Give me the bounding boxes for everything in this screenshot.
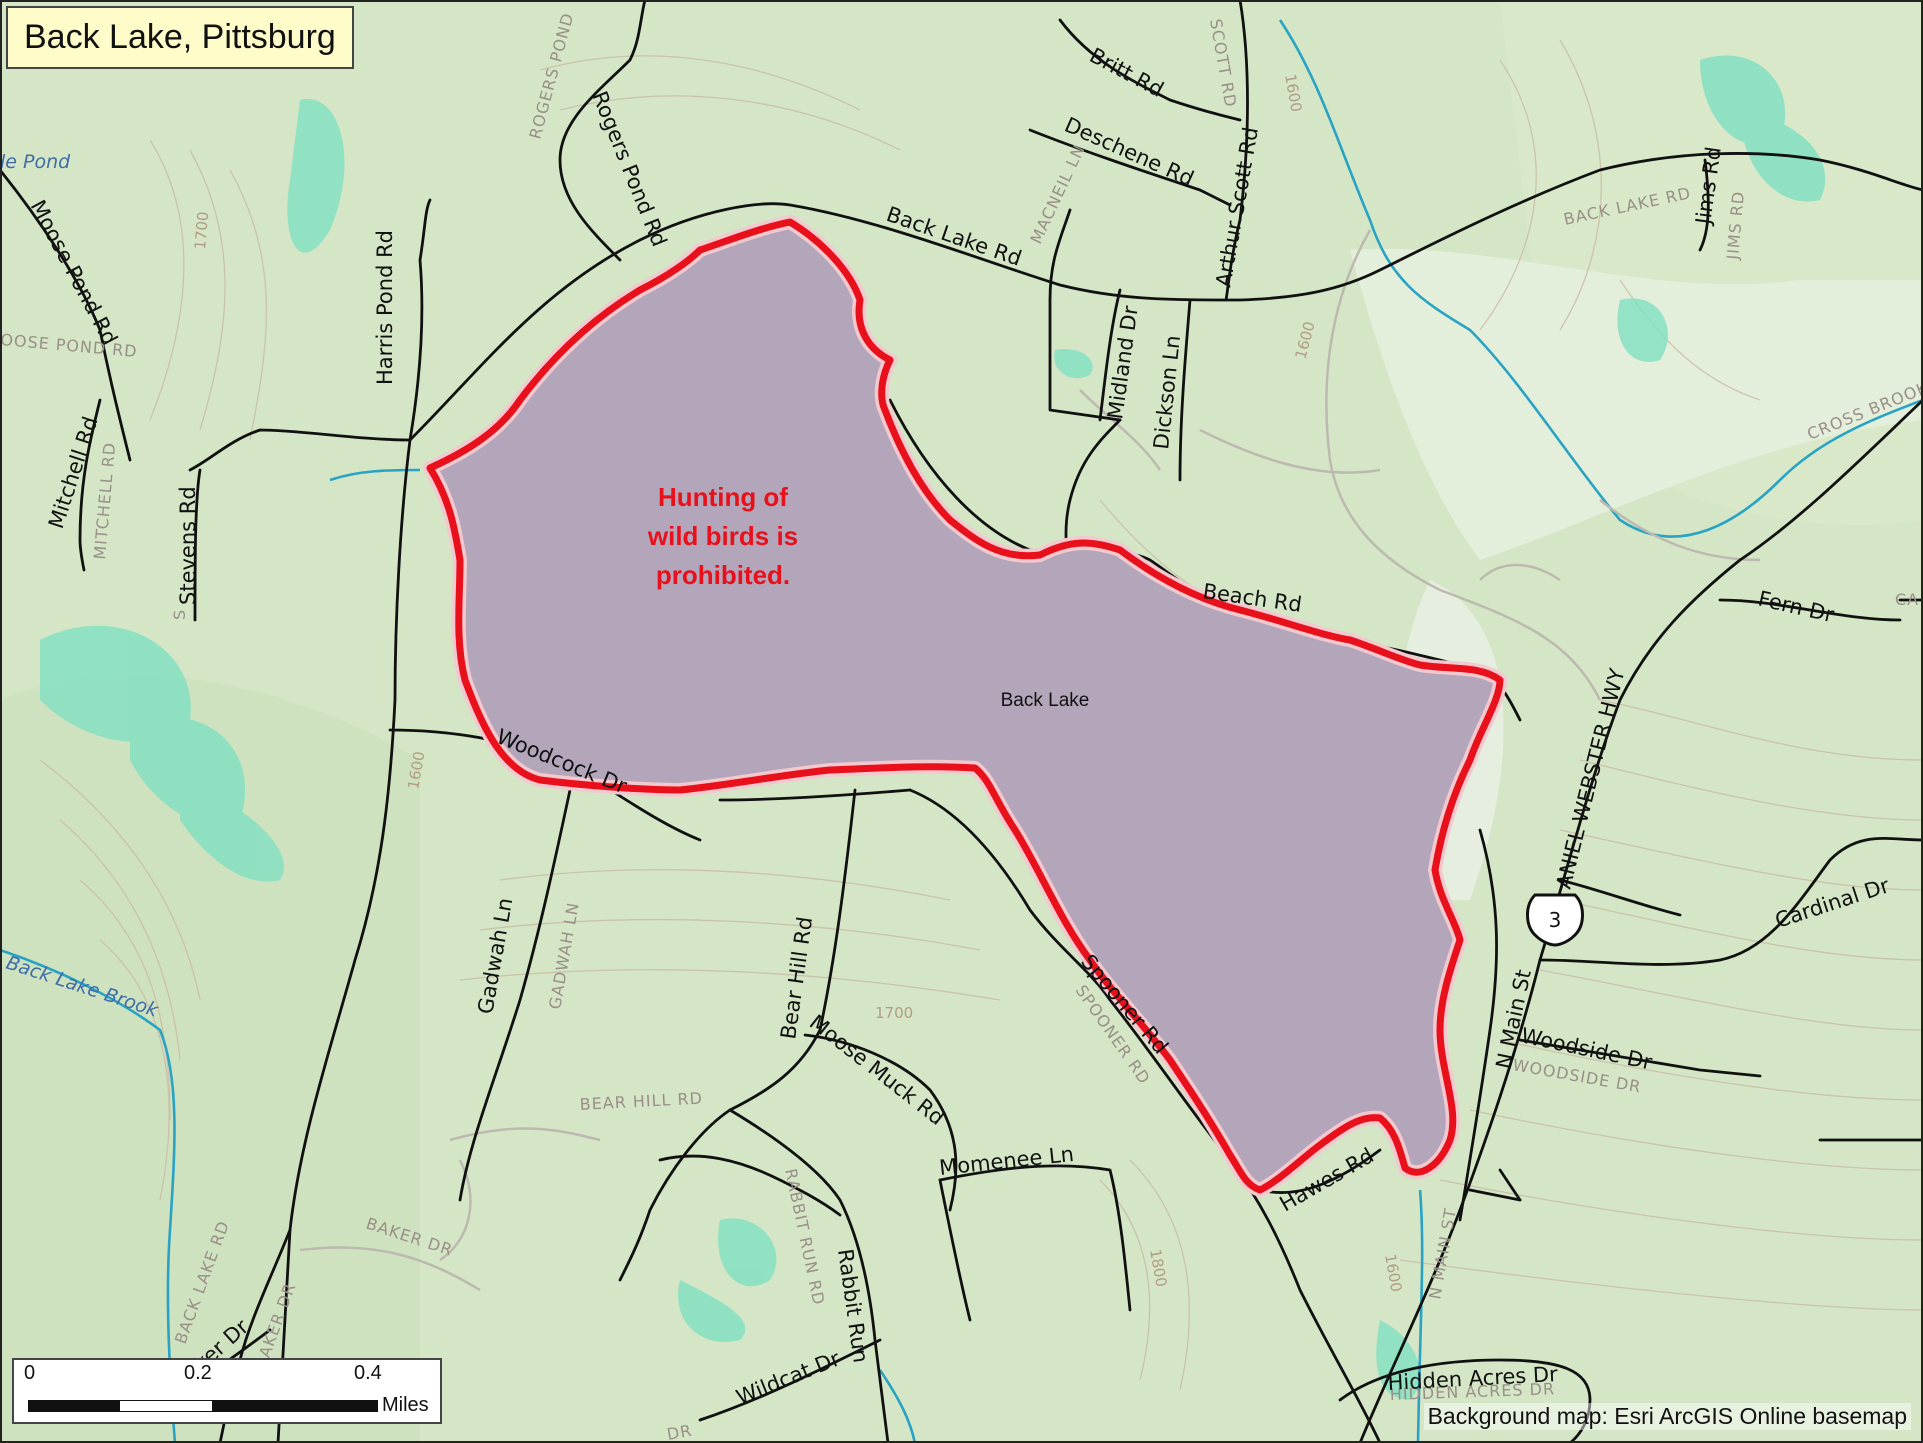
lake-boundary: [426, 218, 1504, 1194]
notice-line-2: wild birds is: [647, 521, 798, 551]
notice-line-3: prohibited.: [656, 560, 790, 590]
scale-segment-3: [212, 1400, 378, 1412]
scale-unit: Miles: [382, 1394, 429, 1416]
scale-bar: 0 0.2 0.4 Miles: [12, 1358, 442, 1424]
ghost-dr: DR: [665, 1421, 693, 1443]
route-3-shield: 3: [1526, 893, 1584, 947]
hunting-notice: Hunting of wild birds is prohibited.: [647, 482, 798, 590]
tracks: [299, 229, 1761, 1292]
contour-lines: [39, 39, 1923, 1391]
road-back-lake: [408, 152, 1923, 442]
contour-1700-nw: 1700: [191, 211, 212, 251]
scale-tick-0-2: 0.2: [184, 1362, 212, 1384]
map-title: Back Lake, Pittsburg: [6, 6, 354, 69]
streams: [0, 19, 1923, 1443]
pond-label: le Pond: [0, 151, 71, 173]
route-number: 3: [1549, 908, 1562, 932]
ghost-stevens: S: [170, 609, 189, 620]
contour-1700-s: 1700: [875, 1004, 913, 1022]
back-lake: [423, 215, 1507, 1197]
basemap-credit: Background map: Esri ArcGIS Online basem…: [1423, 1403, 1911, 1430]
scale-segment-1: [28, 1400, 120, 1412]
ghost-ca: CA: [1895, 590, 1919, 609]
wetlands: [40, 55, 1826, 1400]
label-harris-pond-rd: Harris Pond Rd: [373, 230, 397, 385]
scale-segment-2: [120, 1400, 212, 1412]
label-stevens-rd: Stevens Rd: [176, 486, 200, 605]
scale-tick-0-4: 0.4: [354, 1362, 382, 1384]
scale-tick-0: 0: [24, 1362, 36, 1384]
notice-line-1: Hunting of: [658, 482, 788, 512]
lake-name-label: Back Lake: [1001, 690, 1090, 711]
